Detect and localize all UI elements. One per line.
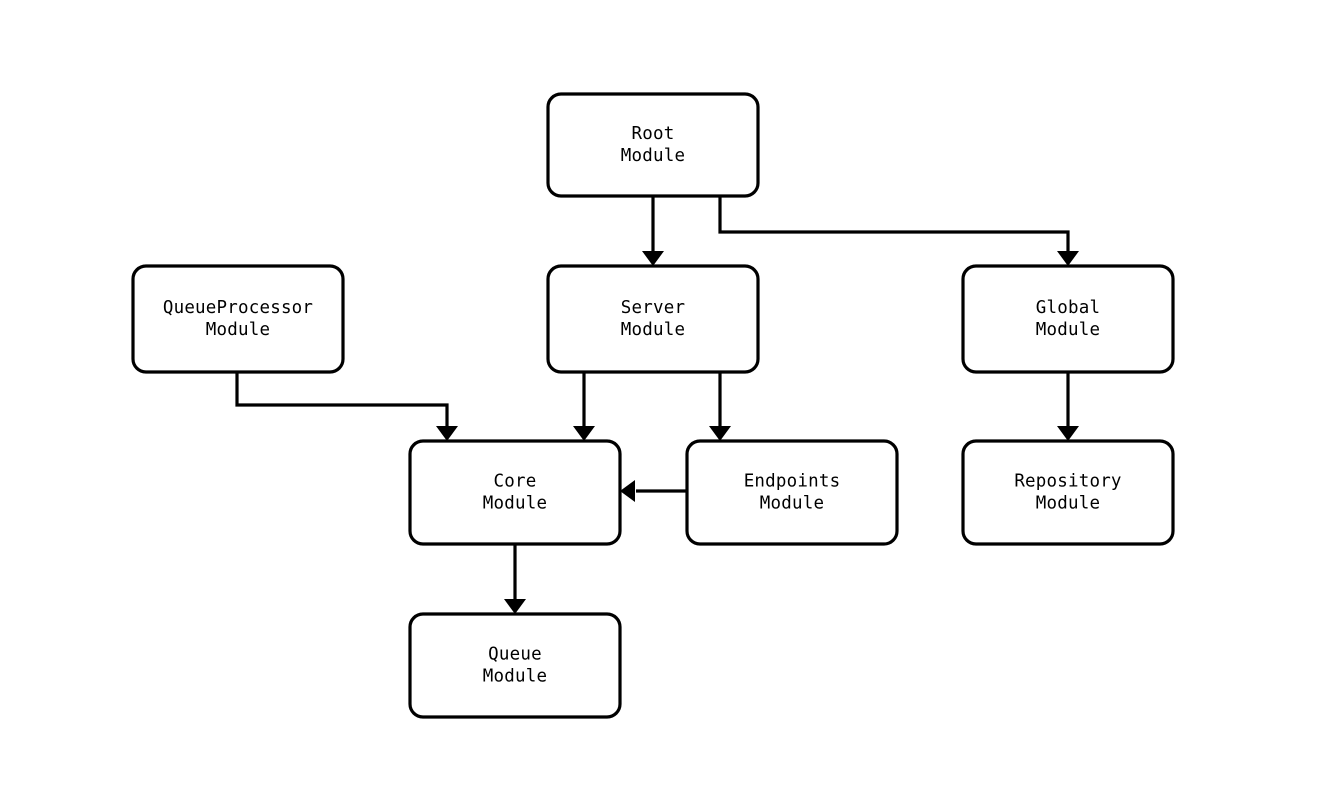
arrowhead-icon	[709, 426, 731, 441]
node-box[interactable]	[685, 439, 899, 546]
node-label-primary: QueueProcessor	[163, 298, 313, 318]
edge-line	[718, 196, 1070, 252]
node-label-secondary: Module	[760, 494, 824, 514]
edge-line	[235, 372, 449, 427]
edge-layer	[235, 196, 1079, 614]
node-layer: RootModuleQueueProcessorModuleServerModu…	[131, 92, 1175, 719]
edge-core-to-queue	[504, 544, 526, 614]
edge-server-to-core	[573, 372, 595, 441]
node-box[interactable]	[961, 439, 1175, 546]
arrowhead-icon	[504, 599, 526, 614]
node-box[interactable]	[408, 612, 622, 719]
edge-root-to-server	[642, 196, 664, 266]
node-label-primary: Repository	[1014, 472, 1121, 492]
arrowhead-icon	[436, 426, 458, 441]
node-box[interactable]	[961, 264, 1175, 374]
node-label-secondary: Module	[483, 667, 547, 687]
node-label-primary: Core	[494, 472, 537, 492]
arrowhead-icon	[573, 426, 595, 441]
arrowhead-icon	[620, 480, 635, 502]
node-box[interactable]	[408, 439, 622, 546]
node-label-primary: Root	[632, 124, 675, 144]
node-box[interactable]	[546, 92, 760, 198]
node-label-primary: Queue	[488, 645, 542, 665]
node-label-secondary: Module	[621, 320, 685, 340]
arrowhead-icon	[642, 251, 664, 266]
arrowhead-icon	[1057, 426, 1079, 441]
node-label-secondary: Module	[1036, 494, 1100, 514]
node-box[interactable]	[131, 264, 345, 374]
arrowhead-icon	[1057, 251, 1079, 266]
node-label-primary: Global	[1036, 298, 1100, 318]
node-box[interactable]	[546, 264, 760, 374]
edge-root-to-global	[718, 196, 1079, 266]
edge-queueprocessor-to-core	[235, 372, 458, 441]
edge-global-to-repository	[1057, 372, 1079, 441]
node-label-secondary: Module	[621, 146, 685, 166]
node-label-secondary: Module	[483, 494, 547, 514]
node-label-primary: Endpoints	[744, 472, 841, 492]
node-label-secondary: Module	[1036, 320, 1100, 340]
node-label-primary: Server	[621, 298, 685, 318]
edge-server-to-endpoints	[709, 372, 731, 441]
edge-endpoints-to-core	[620, 480, 687, 502]
node-label-secondary: Module	[206, 320, 270, 340]
